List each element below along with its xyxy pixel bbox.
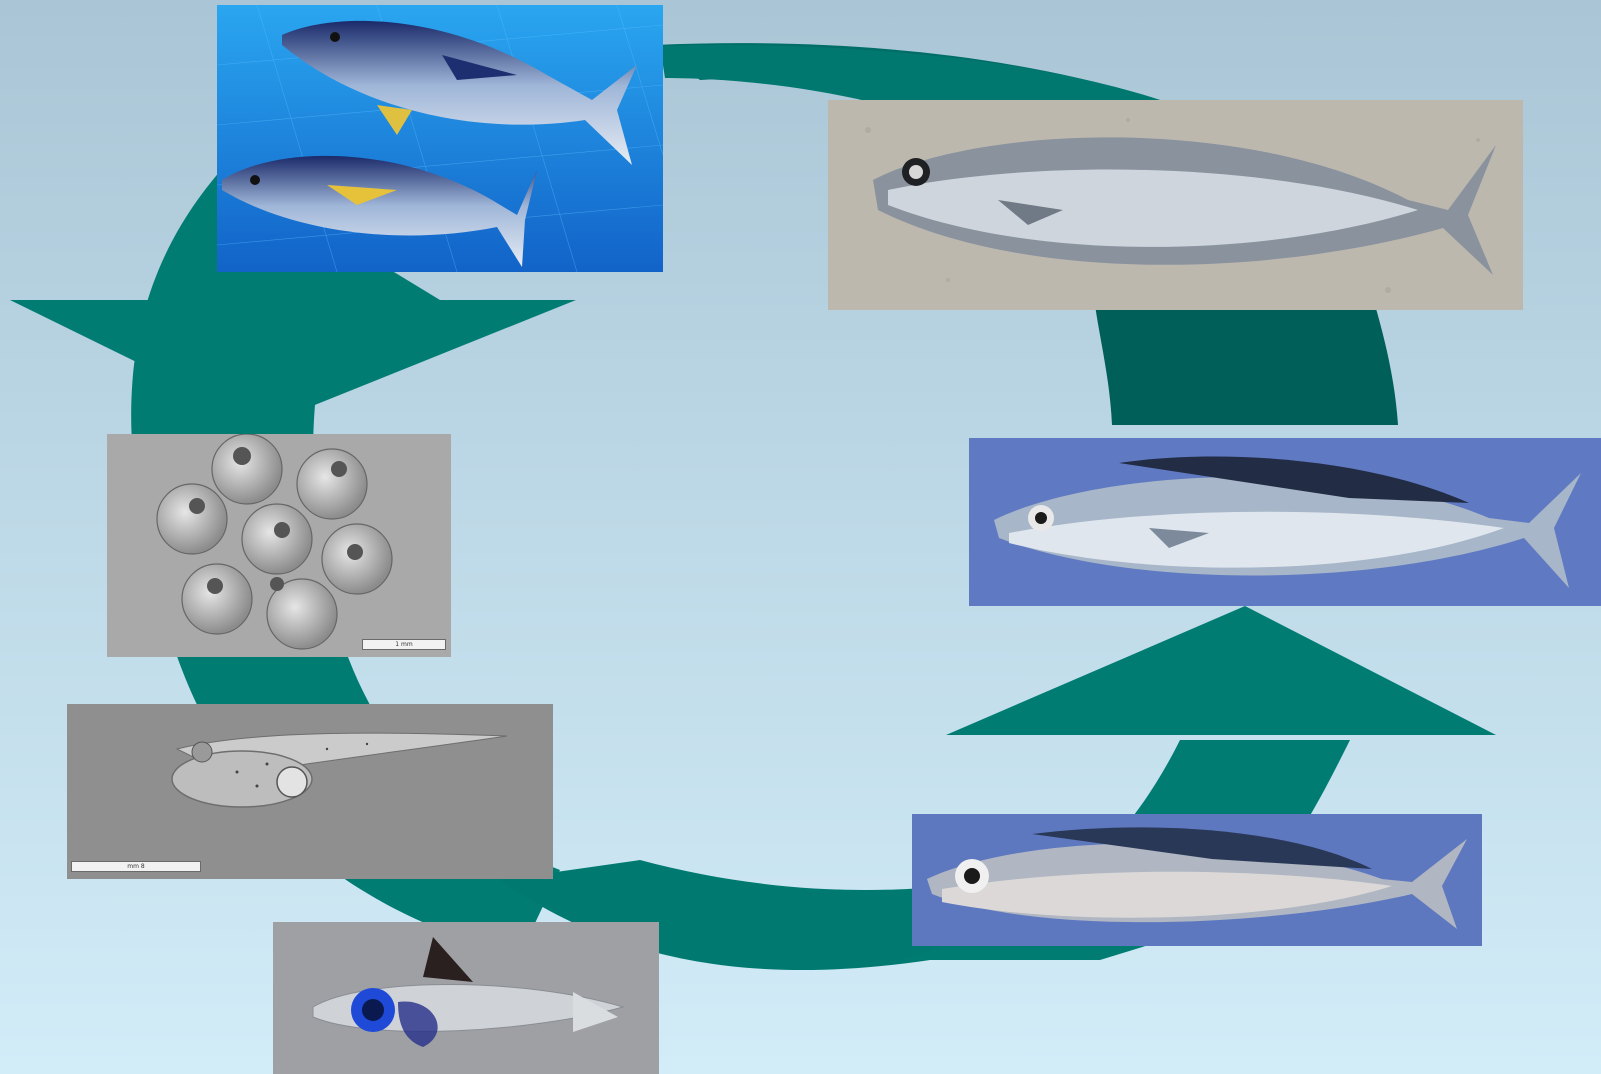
egg-scale-bar: 1 mm xyxy=(362,639,446,650)
egg-cluster-micrograph: 1 mm xyxy=(107,434,451,657)
larva-scale-bar: mm 8 xyxy=(71,861,201,872)
yolk-sac-larva-micrograph: mm 8 xyxy=(67,704,553,879)
cycle-ring-right-upper xyxy=(1095,305,1398,425)
adult-tuna-pair-photo xyxy=(217,5,663,272)
larval-tuna-photo xyxy=(273,922,659,1074)
early-juvenile-tuna-photo xyxy=(912,814,1482,946)
up-arrow-head xyxy=(946,606,1496,735)
subadult-tuna-photo xyxy=(828,100,1523,310)
juvenile-tuna-photo xyxy=(969,438,1601,606)
down-arrow-head xyxy=(10,300,576,425)
